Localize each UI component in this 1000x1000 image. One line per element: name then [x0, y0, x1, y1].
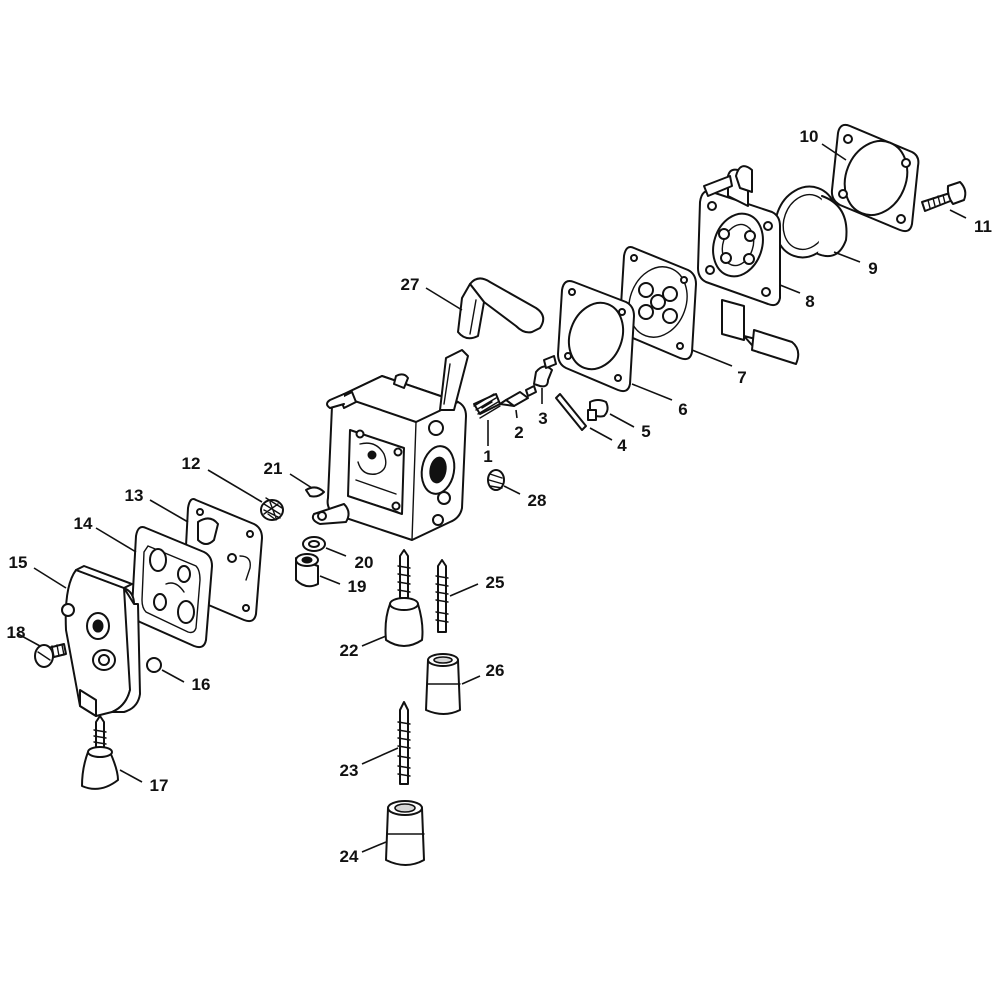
callout-3: 3 — [538, 388, 548, 428]
callout-21: 21 — [264, 459, 313, 489]
callout-label: 11 — [974, 217, 992, 236]
callout-label: 23 — [340, 761, 359, 780]
callout-16: 16 — [161, 669, 211, 694]
callout-label: 26 — [486, 661, 505, 680]
part-9-filter-cup — [774, 185, 848, 259]
part-18-screw — [34, 643, 67, 668]
callout-label: 21 — [264, 459, 283, 478]
callout-label: 15 — [9, 553, 28, 572]
part-14-diaphragm — [131, 526, 213, 649]
callout-label: 5 — [641, 422, 650, 441]
part-6-gasket — [557, 280, 635, 393]
callout-17: 17 — [119, 769, 169, 795]
part-20-washer — [302, 536, 326, 552]
callout-10: 10 — [800, 127, 847, 161]
part-22-adjusting-screw — [384, 549, 424, 647]
callout-label: 24 — [340, 847, 359, 866]
part-7-diaphragm — [619, 246, 697, 361]
callout-label: 20 — [355, 553, 374, 572]
callout-20: 20 — [325, 547, 374, 572]
part-23-adjusting-screw — [397, 701, 411, 785]
part-25-adjusting-screw — [435, 559, 449, 633]
callout-4: 4 — [589, 427, 627, 455]
callout-label: 22 — [340, 641, 359, 660]
callout-label: 12 — [182, 454, 201, 473]
part-10-gasket — [830, 123, 920, 233]
callout-5: 5 — [609, 413, 651, 441]
callout-label: 2 — [514, 423, 523, 442]
callout-11: 11 — [949, 209, 992, 236]
part-28-set-screw — [487, 469, 505, 491]
callout-label: 19 — [348, 577, 367, 596]
callout-7: 7 — [691, 349, 747, 387]
callout-label: 14 — [74, 514, 93, 533]
part-3-lever-arm — [533, 355, 557, 388]
callout-label: 28 — [528, 491, 547, 510]
part-15-cover — [61, 565, 141, 717]
callout-14: 14 — [74, 514, 137, 553]
callout-1: 1 — [483, 420, 493, 466]
callout-27: 27 — [401, 275, 463, 311]
callout-label: 1 — [483, 447, 492, 466]
callout-label: 18 — [7, 623, 26, 642]
callout-26: 26 — [461, 661, 505, 685]
callout-label: 8 — [805, 292, 814, 311]
callout-label: 27 — [401, 275, 420, 294]
callout-label: 25 — [486, 573, 505, 592]
callout-2: 2 — [514, 409, 524, 442]
callout-label: 10 — [800, 127, 819, 146]
callout-24: 24 — [340, 841, 387, 866]
callout-label: 13 — [125, 486, 144, 505]
callout-label: 3 — [538, 409, 547, 428]
callout-13: 13 — [125, 486, 189, 523]
callout-19: 19 — [319, 575, 367, 596]
callout-label: 16 — [192, 675, 211, 694]
carburetor-body — [326, 349, 469, 541]
callout-28: 28 — [503, 485, 547, 510]
callout-23: 23 — [340, 747, 399, 780]
callout-label: 17 — [150, 776, 169, 795]
part-26-limiter-cap — [425, 653, 461, 715]
callout-6: 6 — [631, 383, 688, 419]
callout-12: 12 — [182, 454, 263, 503]
part-27-lever — [457, 277, 545, 340]
part-19-fitting — [295, 553, 319, 588]
part-12-screen — [260, 497, 284, 521]
callout-9: 9 — [833, 251, 878, 278]
callout-label: 4 — [617, 436, 627, 455]
part-21-clip — [305, 486, 350, 525]
part-2-needle — [499, 385, 537, 407]
part-8-pump-housing — [697, 165, 800, 365]
callout-8: 8 — [779, 284, 815, 311]
part-4-pin — [555, 393, 587, 431]
callout-label: 7 — [737, 368, 746, 387]
callout-label: 6 — [678, 400, 687, 419]
callout-25: 25 — [449, 573, 505, 597]
part-1-spring — [473, 393, 501, 419]
callout-22: 22 — [340, 635, 387, 660]
part-24-limiter-cap — [385, 800, 425, 866]
callout-label: 9 — [868, 259, 877, 278]
part-5-screw — [587, 399, 609, 421]
callout-15: 15 — [9, 553, 67, 589]
part-17-limiter — [81, 715, 119, 790]
part-16-plug — [146, 657, 162, 673]
callout-18: 18 — [7, 623, 41, 647]
part-11-screw — [921, 181, 967, 212]
